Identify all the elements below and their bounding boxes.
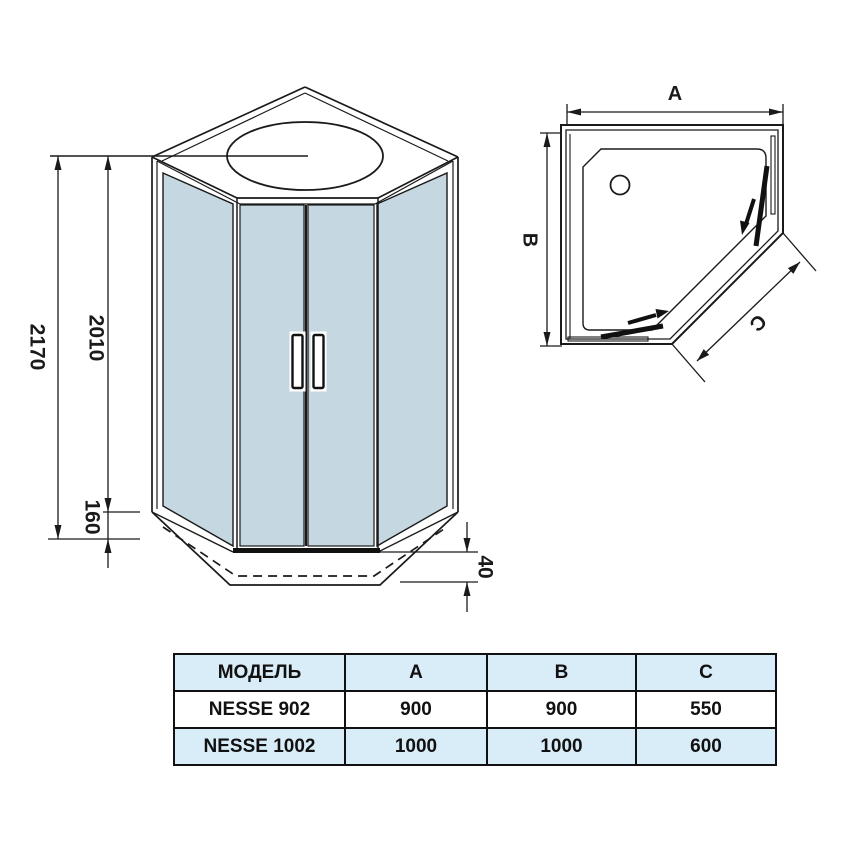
spec-cell-a: 900	[344, 690, 488, 729]
top-view: A B C	[519, 83, 817, 383]
door-motion-arrows	[627, 198, 756, 325]
plan-tray-outline	[582, 148, 767, 331]
spec-cell-c: 600	[635, 727, 777, 766]
spec-cell-model: NESSE 902	[173, 690, 346, 729]
dim-tray-lip: 40	[473, 555, 496, 578]
dim-tray-height: 160	[80, 499, 103, 534]
spec-row-nesse-902: NESSE 902 900 900 550	[173, 690, 777, 729]
plan-dim-c	[671, 232, 817, 383]
spec-header-a: A	[344, 653, 488, 692]
technical-drawing: 2170 2010 160 40	[25, 83, 817, 612]
dim-glass-height: 2010	[84, 315, 107, 362]
spec-cell-model: NESSE 1002	[173, 727, 346, 766]
plan-inner-wall	[565, 129, 779, 340]
right-door-handle	[312, 333, 325, 390]
spec-cell-b: 900	[486, 690, 637, 729]
plan-outer-wall	[560, 124, 784, 345]
spec-cell-b: 1000	[486, 727, 637, 766]
spec-header-b: B	[486, 653, 637, 692]
spec-cell-a: 1000	[344, 727, 488, 766]
spec-cell-c: 550	[635, 690, 777, 729]
roof-front-edges	[151, 156, 459, 199]
tray-outline	[151, 511, 459, 586]
right-glass-panel	[376, 171, 448, 548]
roof-inner-line	[161, 92, 449, 162]
plan-dim-a	[566, 104, 784, 125]
spec-table-header-row: МОДЕЛЬ A B C	[173, 653, 777, 692]
tray-top-edges	[151, 511, 459, 553]
front-dimensions	[48, 156, 478, 612]
plan-right-door-panel	[753, 165, 770, 247]
plan-bottom-door-panel	[600, 323, 664, 340]
roof-front-inner-edges	[156, 160, 454, 205]
roof-outline	[151, 86, 459, 158]
dim-b-label: B	[519, 233, 541, 247]
left-door-handle	[291, 333, 304, 390]
spec-header-c: C	[635, 653, 777, 692]
dim-a-label: A	[668, 83, 682, 105]
plan-right-fixed-panel	[770, 135, 776, 215]
spec-header-model: МОДЕЛЬ	[173, 653, 346, 692]
tray-dashed-contour	[162, 526, 448, 577]
left-glass-panel	[162, 171, 234, 548]
spec-row-nesse-1002: NESSE 1002 1000 1000 600	[173, 727, 777, 766]
plan-dim-b	[540, 132, 562, 347]
front-view: 2170 2010 160 40	[25, 86, 496, 612]
dim-c-label: C	[745, 310, 771, 336]
spec-table: МОДЕЛЬ A B C NESSE 902 900 900 550 NESSE…	[173, 653, 777, 766]
dim-total-height: 2170	[25, 324, 48, 371]
door-bottom-rail	[233, 548, 380, 553]
door-handles	[289, 331, 327, 392]
drain-circle	[609, 174, 631, 196]
